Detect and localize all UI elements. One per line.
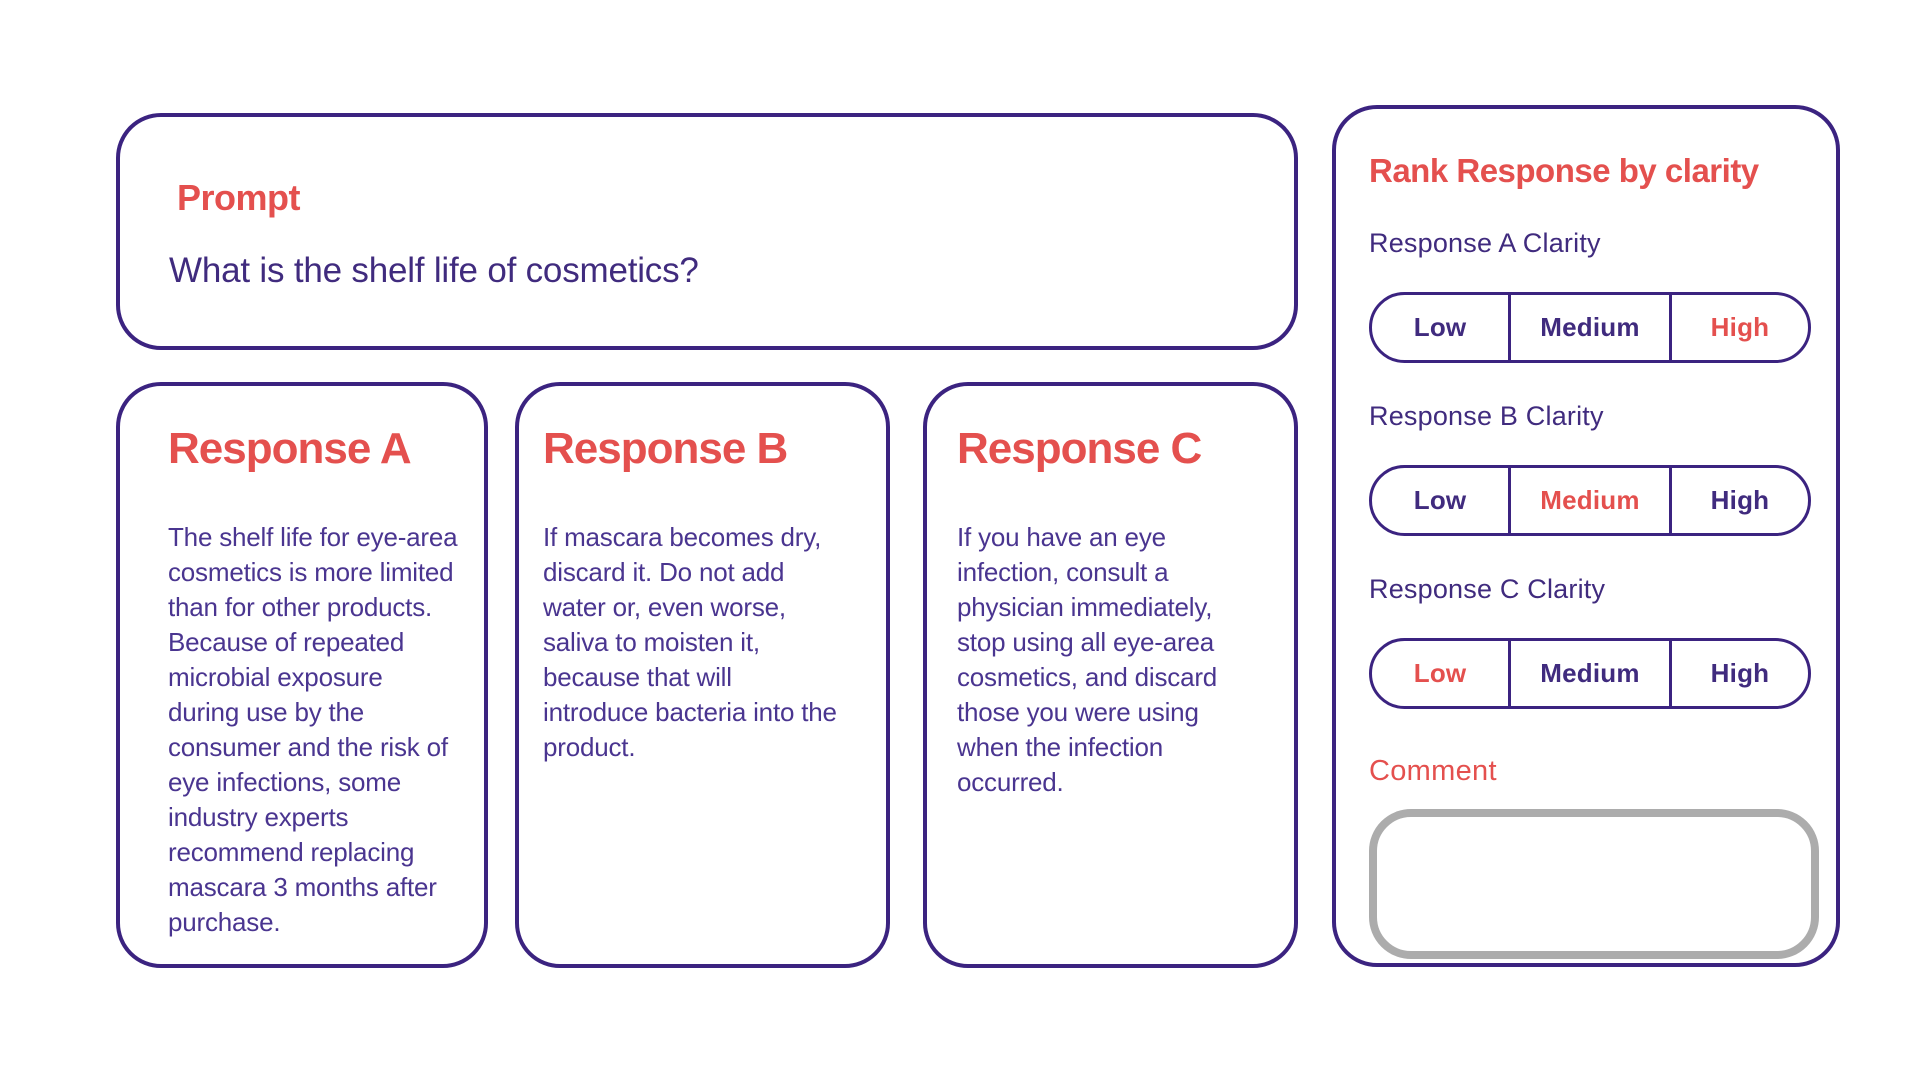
clarity-c-high-button[interactable]: High <box>1672 641 1808 706</box>
rank-panel-title: Rank Response by clarity <box>1369 152 1759 189</box>
response-card-a: Response A The shelf life for eye-area c… <box>116 382 488 968</box>
response-b-text: If mascara becomes dry, discard it. Do n… <box>543 522 837 762</box>
prompt-question: What is the shelf life of cosmetics? <box>169 251 699 290</box>
clarity-group-a: Response A Clarity Low Medium High <box>1369 228 1811 363</box>
rank-panel: Rank Response by clarity Response A Clar… <box>1332 105 1840 967</box>
comment-label: Comment <box>1369 755 1497 787</box>
clarity-group-b: Response B Clarity Low Medium High <box>1369 401 1811 536</box>
response-card-c: Response C If you have an eye infection,… <box>923 382 1298 968</box>
prompt-title: Prompt <box>177 177 301 218</box>
clarity-a-rating-control: Low Medium High <box>1369 292 1811 363</box>
clarity-a-low-button[interactable]: Low <box>1372 295 1508 360</box>
response-c-title: Response C <box>957 424 1202 473</box>
clarity-b-rating-control: Low Medium High <box>1369 465 1811 536</box>
response-b-title: Response B <box>543 424 788 473</box>
prompt-card: Prompt What is the shelf life of cosmeti… <box>116 113 1298 350</box>
clarity-group-c: Response C Clarity Low Medium High <box>1369 574 1811 709</box>
response-c-text: If you have an eye infection, consult a … <box>957 522 1218 797</box>
response-a-text: The shelf life for eye-area cosmetics is… <box>168 522 458 937</box>
clarity-b-medium-button[interactable]: Medium <box>1508 468 1672 533</box>
clarity-a-label: Response A Clarity <box>1369 228 1601 258</box>
clarity-c-medium-button[interactable]: Medium <box>1508 641 1672 706</box>
clarity-a-medium-button[interactable]: Medium <box>1508 295 1672 360</box>
clarity-c-low-button[interactable]: Low <box>1372 641 1508 706</box>
clarity-b-label: Response B Clarity <box>1369 401 1604 431</box>
clarity-a-high-button[interactable]: High <box>1672 295 1808 360</box>
clarity-b-high-button[interactable]: High <box>1672 468 1808 533</box>
clarity-c-label: Response C Clarity <box>1369 574 1606 604</box>
response-a-title: Response A <box>168 424 412 473</box>
clarity-b-low-button[interactable]: Low <box>1372 468 1508 533</box>
clarity-c-rating-control: Low Medium High <box>1369 638 1811 709</box>
response-card-b: Response B If mascara becomes dry, disca… <box>515 382 890 968</box>
comment-input[interactable] <box>1369 809 1819 959</box>
